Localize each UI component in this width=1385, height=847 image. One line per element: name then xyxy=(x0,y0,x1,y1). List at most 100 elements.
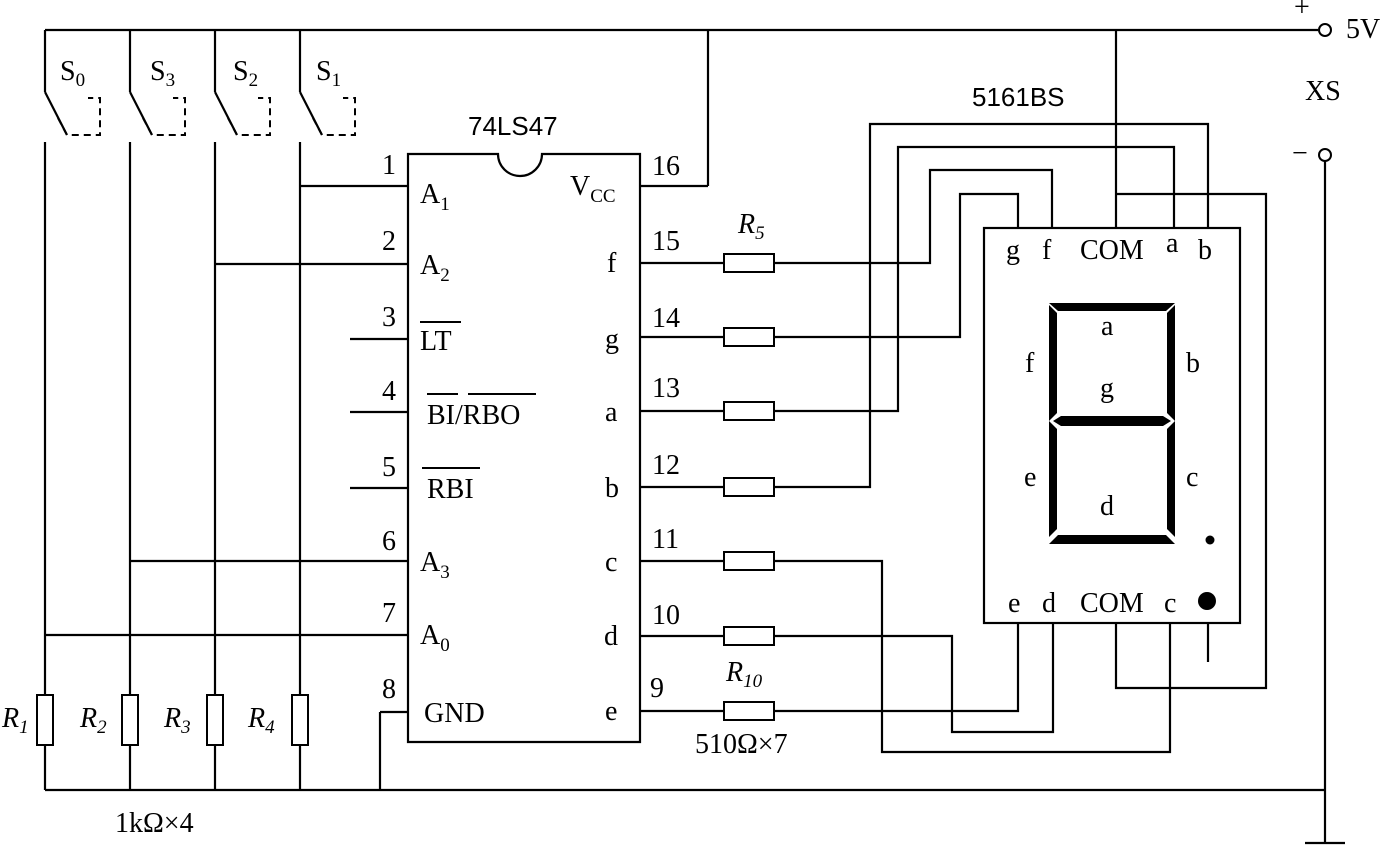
display-pin-label: e xyxy=(1008,588,1020,619)
pin-number: 12 xyxy=(652,450,680,481)
series-resistors: R5 R10 510Ω×7 xyxy=(695,209,788,760)
supply-voltage-label: 5V xyxy=(1346,14,1380,45)
switch-letter: S xyxy=(60,56,76,87)
display-pin-label: COM xyxy=(1080,235,1144,266)
segment-label: b xyxy=(1186,348,1200,379)
pin-label: LT xyxy=(420,326,452,357)
pin-label: g xyxy=(605,324,619,355)
segment-c xyxy=(1167,421,1175,537)
svg-text:S1: S1 xyxy=(316,56,341,91)
segment-label: g xyxy=(1100,373,1114,404)
supply-rail-top xyxy=(43,28,1318,228)
pin-subscript: 3 xyxy=(440,562,450,583)
pin-number: 11 xyxy=(652,524,679,555)
minus-terminal xyxy=(1318,148,1332,162)
pin-number: 16 xyxy=(652,151,680,182)
switch-s3: S3 xyxy=(128,56,186,790)
svg-text:S2: S2 xyxy=(233,56,258,91)
resistor-subscript: 3 xyxy=(180,717,191,738)
pin-label: GND xyxy=(424,698,485,729)
resistor-letter: R xyxy=(79,703,97,734)
ground-rail xyxy=(45,160,1345,845)
pin-label: A xyxy=(420,620,441,651)
resistor-r9 xyxy=(723,551,775,571)
segment-d xyxy=(1049,535,1175,544)
connector-label: XS xyxy=(1305,76,1341,107)
pin-subscript: 2 xyxy=(440,265,450,286)
pin-number: 8 xyxy=(382,674,396,705)
decimal-point-small xyxy=(1205,535,1215,545)
plus-terminal xyxy=(1318,23,1332,37)
supply-terminals: + − 5V XS xyxy=(1292,0,1380,169)
segment-label: c xyxy=(1186,462,1198,493)
resistor-r8 xyxy=(723,477,775,497)
pin-number: 10 xyxy=(652,600,680,631)
switch-subscript: 0 xyxy=(76,70,86,91)
svg-text:A2: A2 xyxy=(420,250,450,286)
resistor-letter: R xyxy=(163,703,181,734)
pin-label: A xyxy=(420,250,441,281)
segment-wiring xyxy=(640,122,1268,754)
segment-g xyxy=(1053,416,1171,426)
switch-s2: S2 xyxy=(213,56,271,790)
resistor-r5 xyxy=(723,253,775,273)
switch-letter: S xyxy=(150,56,166,87)
switch-subscript: 2 xyxy=(249,70,259,91)
resistor-letter: R xyxy=(247,703,265,734)
pin-number: 7 xyxy=(382,598,396,629)
display-pin-label: a xyxy=(1166,228,1179,259)
resistor-r10-d xyxy=(723,626,775,646)
switch-s0: S0 xyxy=(43,56,101,790)
pin-label: b xyxy=(605,473,619,504)
pin-number: 5 xyxy=(382,452,396,483)
pin-label: e xyxy=(605,696,617,727)
svg-text:R1: R1 xyxy=(1,703,29,738)
pin-number: 4 xyxy=(382,376,396,407)
segment-a xyxy=(1049,303,1175,311)
pin-label: d xyxy=(604,621,618,652)
resistor-letter: R xyxy=(1,703,19,734)
display-pin-label: b xyxy=(1198,235,1212,266)
resistor-subscript: 5 xyxy=(755,223,765,244)
switch-letter: S xyxy=(233,56,249,87)
svg-text:R4: R4 xyxy=(247,703,275,738)
pin-number: 15 xyxy=(652,226,680,257)
input-wires xyxy=(45,184,408,637)
pulldown-resistors: R1 R2 R3 R4 1kΩ×4 xyxy=(1,694,309,839)
pin-label: RBI xyxy=(427,474,474,505)
svg-text:S3: S3 xyxy=(150,56,175,91)
segment-f xyxy=(1049,305,1057,421)
svg-text:R2: R2 xyxy=(79,703,107,738)
seven-segment-display: 5161BS g f COM a b e d COM c a b c d e f… xyxy=(972,82,1242,625)
pin-label: A xyxy=(420,547,441,578)
segment-e xyxy=(1049,421,1057,537)
svg-text:A1: A1 xyxy=(420,179,450,215)
pin-subscript: 1 xyxy=(440,194,450,215)
display-pin-label: g xyxy=(1006,235,1020,266)
switch-subscript: 3 xyxy=(166,70,176,91)
resistor-subscript: 4 xyxy=(265,717,275,738)
decimal-point-large xyxy=(1198,592,1216,610)
decoder-chip: 74LS47 1 A1 2 A2 3 LT 4 BI/RBO 5 RBI 6 A… xyxy=(382,111,680,744)
pin-number: 1 xyxy=(382,150,396,181)
resistor-r2 xyxy=(121,694,139,746)
svg-text:R10: R10 xyxy=(725,657,763,692)
resistor-subscript: 2 xyxy=(97,717,107,738)
pin-number: 9 xyxy=(650,673,664,704)
display-pin-label: f xyxy=(1042,235,1052,266)
resistor-r7 xyxy=(723,401,775,421)
minus-sign: − xyxy=(1292,138,1308,169)
svg-text:A3: A3 xyxy=(420,547,450,583)
segment-label: d xyxy=(1100,491,1114,522)
display-pin-label: COM xyxy=(1080,588,1144,619)
svg-text:VCC: VCC xyxy=(570,171,616,207)
pin-subscript: 0 xyxy=(440,635,450,656)
resistor-r6 xyxy=(723,327,775,347)
resistor-r10 xyxy=(723,701,775,721)
resistor-r1 xyxy=(36,694,54,746)
pin-subscript: CC xyxy=(590,186,615,207)
resistor-r4 xyxy=(291,694,309,746)
svg-text:R5: R5 xyxy=(737,209,765,244)
segment-label: a xyxy=(1101,311,1114,342)
switch-subscript: 1 xyxy=(332,70,342,91)
